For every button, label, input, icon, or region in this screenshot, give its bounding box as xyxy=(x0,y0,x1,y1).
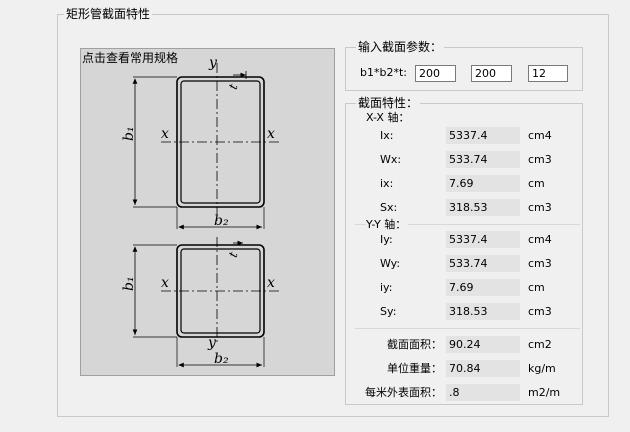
section-drawing-panel: y t x x b₁ b₂ t x x b₁ y xyxy=(80,48,335,376)
xx-row-label: Ix: xyxy=(380,129,394,142)
yy-row-unit: cm3 xyxy=(528,257,552,270)
dims-label: b1*b2*t: xyxy=(360,66,407,79)
xx-row-unit: cm xyxy=(528,177,545,190)
xx-row-value: 7.69 xyxy=(446,175,520,192)
bottom-t-label: t xyxy=(226,250,241,259)
yy-row-label: Sy: xyxy=(380,305,397,318)
props-bottom-separator xyxy=(355,328,580,329)
bottom-x-left-label: x xyxy=(161,275,169,291)
xx-row-value: 533.74 xyxy=(446,151,520,168)
bottom-b1-label: b₁ xyxy=(121,276,137,291)
b2-input[interactable] xyxy=(471,65,512,82)
top-b2-label: b₂ xyxy=(214,213,229,229)
xx-yy-separator xyxy=(355,224,580,225)
top-t-label: t xyxy=(226,82,241,91)
group-title: 矩形管截面特性 xyxy=(64,7,153,22)
bottom-b2-label: b₂ xyxy=(214,351,229,367)
rect-tube-section-group: 矩形管截面特性 xyxy=(57,7,609,417)
yy-row-value: 5337.4 xyxy=(446,231,520,248)
xx-row-label: ix: xyxy=(380,177,394,190)
yy-row-unit: cm3 xyxy=(528,305,552,318)
top-y-axis-label: y xyxy=(208,55,218,71)
area-label: 截面面积： xyxy=(387,338,442,351)
area-value: 90.24 xyxy=(446,336,520,353)
yy-row-unit: cm xyxy=(528,281,545,294)
surface-unit: m2/m xyxy=(528,386,561,399)
yy-row-value: 318.53 xyxy=(446,303,520,320)
input-params-title: 输入截面参数： xyxy=(356,40,445,55)
section-diagram: y t x x b₁ b₂ t x x b₁ y xyxy=(121,55,281,368)
yy-row-label: Iy: xyxy=(380,233,393,246)
surface-value: .8 xyxy=(446,384,520,401)
yy-row-unit: cm4 xyxy=(528,233,552,246)
xx-row-unit: cm3 xyxy=(528,201,552,214)
area-unit: cm2 xyxy=(528,338,552,351)
b1-input[interactable] xyxy=(415,65,456,82)
yy-row-value: 533.74 xyxy=(446,255,520,272)
top-b1-label: b₁ xyxy=(121,126,137,141)
section-props-group: 截面特性： xyxy=(345,96,583,405)
xx-axis-title: X-X 轴： xyxy=(366,111,410,124)
xx-row-label: Wx: xyxy=(380,153,402,166)
yy-row-label: iy: xyxy=(380,281,393,294)
weight-value: 70.84 xyxy=(446,360,520,377)
yy-row-label: Wy: xyxy=(380,257,401,270)
top-x-left-label: x xyxy=(161,126,169,142)
yy-axis-title: Y-Y 轴： xyxy=(366,217,409,233)
bottom-x-right-label: x xyxy=(267,275,275,291)
xx-row-value: 318.53 xyxy=(446,199,520,216)
input-params-group: 输入截面参数： xyxy=(345,40,583,91)
weight-unit: kg/m xyxy=(528,362,556,375)
xx-row-label: Sx: xyxy=(380,201,398,214)
bottom-y-axis-label: y xyxy=(207,335,217,351)
xx-row-value: 5337.4 xyxy=(446,127,520,144)
t-input[interactable] xyxy=(528,65,568,82)
common-specs-link[interactable]: 点击查看常用规格 xyxy=(82,51,179,65)
bottom-section-figure: t x x b₁ y b₂ xyxy=(121,237,281,368)
section-props-title: 截面特性： xyxy=(356,96,421,111)
xx-row-unit: cm3 xyxy=(528,153,552,166)
top-x-right-label: x xyxy=(267,126,275,142)
top-section-figure: y t x x b₁ b₂ xyxy=(121,55,281,230)
yy-row-value: 7.69 xyxy=(446,279,520,296)
weight-label: 单位重量： xyxy=(387,362,442,375)
xx-row-unit: cm4 xyxy=(528,129,552,142)
surface-label: 每米外表面积： xyxy=(365,386,442,399)
